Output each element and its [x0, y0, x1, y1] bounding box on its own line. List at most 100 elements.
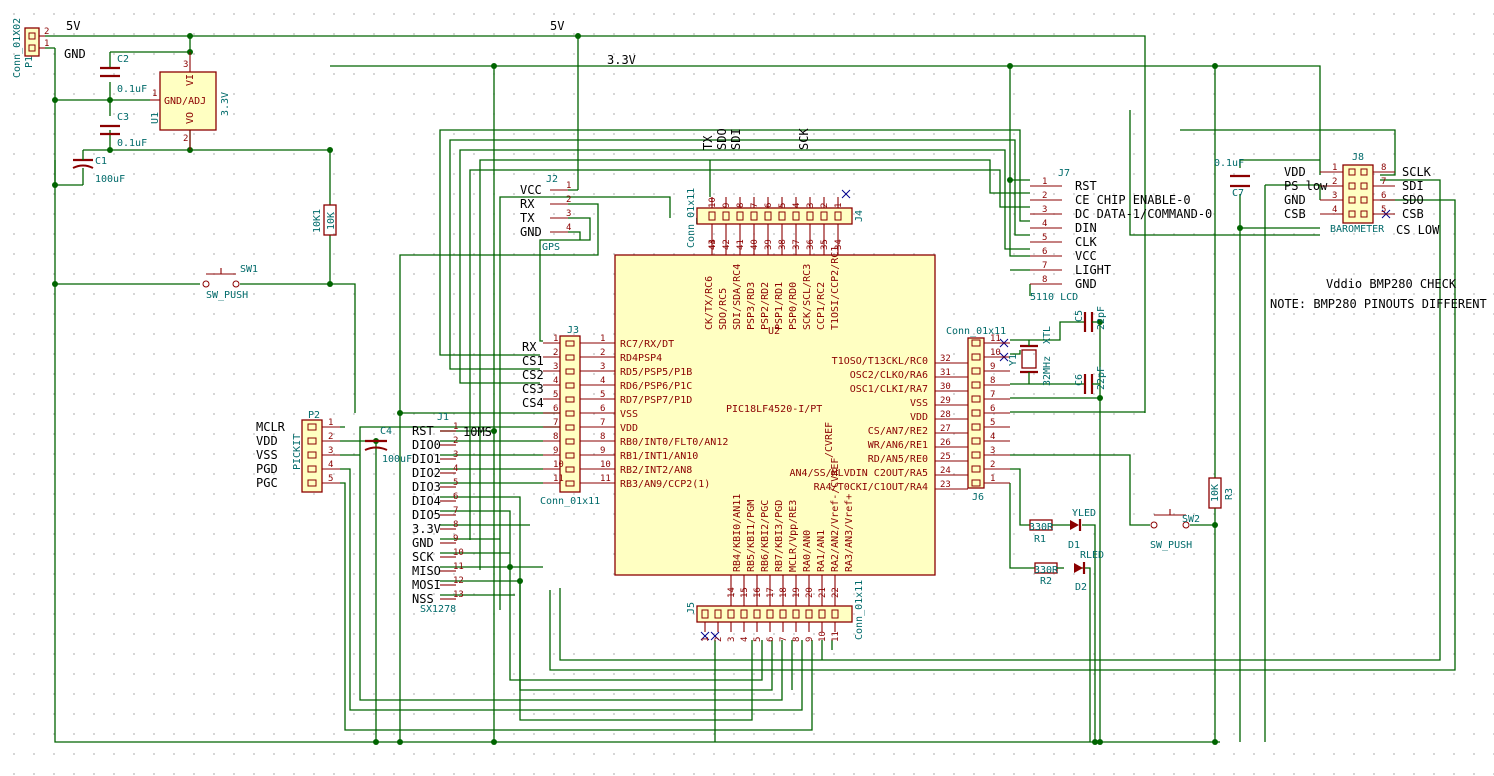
j7-pin-label: CLK [1075, 235, 1097, 249]
j3-pin-number-left: 1 [553, 334, 558, 344]
j6-pin-box [971, 353, 981, 361]
c4-ref: C4 [380, 426, 392, 437]
u1-body [159, 71, 217, 131]
resistor-r1[interactable]: 330R R1 [1029, 519, 1070, 545]
j1-pin-label: SCK [412, 550, 434, 564]
j2-pin-number: 1 [566, 181, 571, 191]
j2-pin-label: GND [520, 225, 542, 239]
p2-pin-box [307, 479, 317, 487]
j1-pin-number: 11 [453, 562, 464, 572]
j1-pin-number: 2 [453, 436, 458, 446]
j1-pin-number: 8 [453, 520, 458, 530]
j3-pin-box [565, 368, 575, 375]
capacitor-c3[interactable]: C3 0.1uF [100, 112, 147, 149]
j4-u2-pin-number: 36 [806, 239, 816, 250]
u2-left-pin-name: RB1/INT1/AN10 [620, 451, 698, 462]
j5-pin-number: 8 [792, 637, 802, 642]
connector-j4[interactable]: J4 Conn_01x11 44 TX SDO SDI SCK 10439428… [686, 128, 865, 255]
j1-pin-number: 5 [453, 478, 458, 488]
j4-label-tx: TX [701, 135, 715, 150]
j5-value: Conn_01x11 [854, 580, 865, 640]
u2-left-pin-name: RB0/INT0/FLT0/AN12 [620, 437, 728, 448]
j4-pin-box [708, 211, 716, 221]
c1-ref: C1 [95, 156, 107, 167]
r10k1-ref: 10K1 [312, 209, 323, 233]
j8-pin-number-right: 6 [1381, 191, 1386, 201]
p2-pin-number: 1 [328, 418, 333, 428]
c1-value: 100uF [95, 174, 125, 185]
mcu-u2[interactable]: U2 PIC18LF4520-I/PT /CVREF RC7/RX/DTRD4P… [614, 246, 968, 576]
connector-p1[interactable]: 2 1 Conn_01X02 P1 [12, 18, 49, 78]
j8-pin-box-right [1360, 210, 1368, 218]
u2-top-pin-name: T1OSI/CCP2/RC1 [830, 246, 841, 330]
j7-pin-label: RST [1075, 179, 1097, 193]
j6-pin-number: 1 [990, 474, 995, 484]
j2-ref: J2 [546, 174, 558, 185]
led-d2[interactable]: RLED D2 [1074, 550, 1104, 593]
j8-pin-number-right: 5 [1381, 205, 1386, 215]
crystal-y1[interactable]: Y1 32MHz XTL [1008, 326, 1053, 386]
u2-value: PIC18LF4520-I/PT [726, 404, 822, 415]
j1-pin-label: GND [412, 536, 434, 550]
capacitor-c4[interactable]: C4 100uF [364, 426, 412, 465]
j1-pin-number: 6 [453, 492, 458, 502]
p2-body [301, 419, 323, 493]
j1-pin-label: DIO1 [412, 452, 441, 466]
y1-ref: Y1 [1008, 354, 1019, 366]
capacitor-c2[interactable]: C2 0.1uF [100, 54, 147, 95]
j3-pin-number-left: 2 [553, 348, 558, 358]
j4-pin-number: 6 [764, 203, 774, 208]
j7-pin-number: 7 [1042, 261, 1047, 271]
capacitor-c5[interactable]: C5 22pF [1074, 306, 1107, 332]
switch-sw1[interactable]: SW1 SW_PUSH [202, 264, 258, 301]
j1-pin-label: MOSI [412, 578, 441, 592]
j5-pin-box [701, 609, 709, 619]
resistor-10k1[interactable]: 10K1 10K [312, 204, 337, 236]
j5-u2-pin-number: 16 [753, 587, 763, 598]
u2-right-pin-number: 23 [940, 480, 951, 490]
j5-pin-number: 5 [753, 637, 763, 642]
capacitor-c1[interactable]: C1 100uF [55, 150, 125, 186]
resistor-r3[interactable]: 10K R3 [1208, 477, 1235, 509]
j3-pin-number-left: 11 [553, 474, 564, 484]
j3-pin-number-left: 6 [553, 404, 558, 414]
j4-pin-box [834, 211, 842, 221]
u2-right-pin-name: OSC1/CLKI/RA7 [850, 384, 928, 395]
c3-value: 0.1uF [117, 138, 147, 149]
j1-pin-number: 7 [453, 506, 458, 516]
j5-pin-number: 3 [727, 637, 737, 642]
u2-right-pin-number: 31 [940, 368, 951, 378]
j7-pin-label: DIN [1075, 221, 1097, 235]
u2-right-pin-name: RD/AN5/RE0 [868, 454, 928, 465]
u2-left-pin-name: RD7/PSP7/P1D [620, 395, 692, 406]
j8-pin-number-left: 4 [1332, 205, 1337, 215]
j1-pin-label: 3.3V [412, 522, 441, 536]
regulator-u1[interactable]: VI GND/ADJ VO 3 1 2 U1 3.3V [150, 52, 231, 150]
connector-j1-sx1278[interactable]: J1 10MS SX1278 1RST2DIO03DIO14DIO25DIO36… [412, 412, 492, 615]
p2-pin-number: 4 [328, 460, 333, 470]
j4-pin-box [764, 211, 772, 221]
p2-pin-box [307, 465, 317, 473]
p2-value: PICKIT [292, 434, 303, 470]
switch-sw2[interactable]: SW2 SW_PUSH [1150, 509, 1200, 551]
j8-note-cs-low: CS LOW [1396, 223, 1440, 237]
resistor-r2[interactable]: 330R R2 [1034, 562, 1064, 587]
c7-value: 0.1uF [1214, 158, 1244, 169]
j4-u2-pin-number: 43 [708, 239, 718, 250]
sw2-value: SW_PUSH [1150, 540, 1192, 551]
j3-pin-number-right: 8 [600, 432, 605, 442]
capacitor-c7[interactable]: 0.1uF C7 [1214, 158, 1250, 199]
j7-pin-number: 5 [1042, 233, 1047, 243]
capacitor-c6[interactable]: C6 22pF [1074, 366, 1107, 394]
u1-pin-gnd: GND/ADJ [164, 96, 206, 107]
j5-pin-box [766, 609, 774, 619]
led-d1[interactable]: YLED D1 [1068, 508, 1096, 551]
j8-pin-number-left: 3 [1332, 191, 1337, 201]
